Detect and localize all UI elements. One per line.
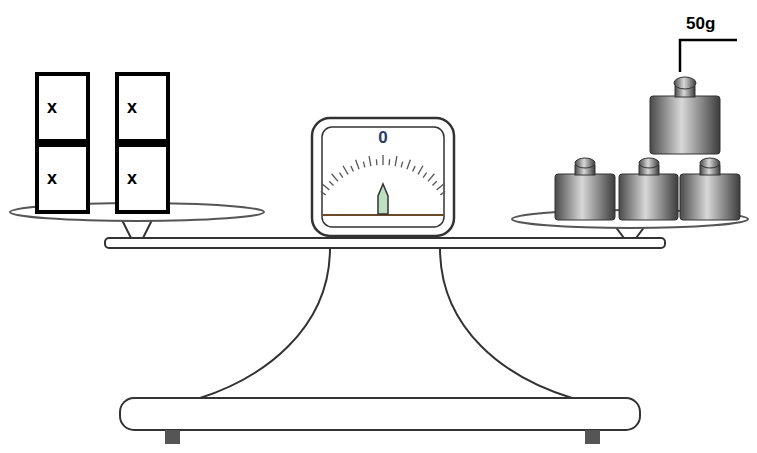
stand-base (120, 398, 640, 430)
dial-tick (343, 166, 348, 175)
weight (619, 158, 678, 220)
dial-tick (322, 184, 330, 190)
variable-label: x (119, 168, 137, 189)
dial-tick (437, 184, 445, 190)
dial-tick (339, 173, 342, 178)
dial-tick (332, 174, 338, 182)
unknown-box: x (35, 72, 90, 143)
variable-label: x (119, 97, 137, 118)
beam (105, 238, 665, 248)
stand-foot (165, 430, 180, 444)
weight (555, 158, 615, 220)
dial-tick (401, 162, 403, 168)
stand-neck (200, 248, 572, 398)
dial-tick (423, 173, 426, 178)
mass-label: 50g (686, 14, 715, 34)
variable-label: x (39, 168, 57, 189)
unknown-box: x (35, 143, 90, 214)
unknown-box: x (115, 143, 170, 214)
unknown-box: x (115, 72, 170, 143)
dial-tick (395, 156, 397, 166)
variable-label: x (39, 97, 57, 118)
stand-foot (585, 430, 600, 444)
dial-tick (369, 156, 371, 166)
dial-zero: 0 (378, 128, 387, 148)
gauge-housing (312, 118, 454, 236)
dial-tick (351, 166, 354, 171)
gauge-dial (322, 127, 444, 227)
dial-tick (432, 181, 436, 185)
dial-tick (376, 159, 378, 165)
needle (378, 184, 388, 214)
dial-tick (440, 191, 445, 194)
weight (680, 158, 740, 220)
dial-tick (428, 174, 434, 182)
leader-line (680, 40, 737, 72)
dial-tick (363, 162, 365, 168)
weight (650, 77, 720, 154)
dial-tick (388, 159, 390, 165)
dial-tick (418, 166, 423, 175)
dial-tick (382, 155, 383, 165)
dial-tick (356, 160, 359, 169)
dial-tick (321, 191, 326, 194)
dial-tick (329, 181, 333, 185)
dial-tick (413, 166, 416, 171)
dial-tick (407, 160, 410, 169)
pan-stem (122, 220, 152, 238)
